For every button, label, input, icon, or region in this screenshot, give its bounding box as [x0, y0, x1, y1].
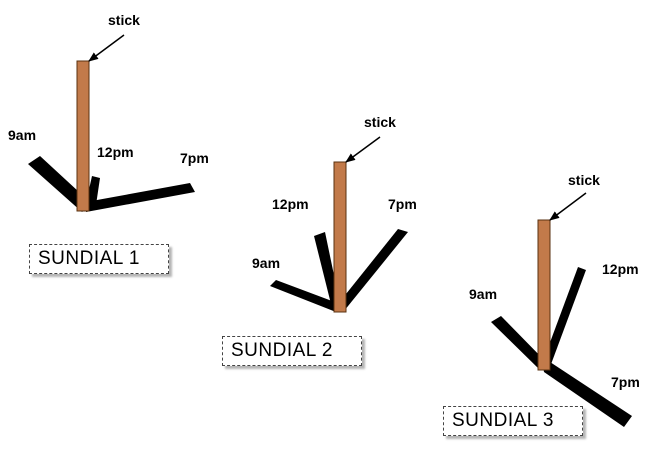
sundial-3-shadow-12pm	[542, 267, 586, 367]
sundial-2-label-7pm: 7pm	[388, 196, 417, 212]
sundial-2-stick-arrow	[345, 136, 381, 163]
sundial-3: stick 9am 12pm 7pm	[469, 172, 640, 427]
sundial-2-label-12pm: 12pm	[272, 196, 309, 212]
sundial-2-shadow-9am	[270, 280, 340, 312]
sundial-1: stick 9am 12pm 7pm	[8, 12, 209, 212]
sundial-1-stick-label: stick	[108, 12, 140, 28]
sundial-3-shadow-7pm	[542, 362, 632, 427]
sundial-3-stick-arrow	[549, 192, 587, 221]
sundial-1-label-12pm: 12pm	[97, 144, 134, 160]
sundial-1-shadow-7pm	[86, 183, 195, 212]
sundial-1-label-7pm: 7pm	[180, 150, 209, 166]
sundial-3-label-9am: 9am	[469, 286, 497, 302]
sundial-3-shadow-9am	[491, 316, 548, 370]
sundial-1-shadow-9am	[28, 156, 92, 212]
sundial-3-caption: SUNDIAL 3	[443, 406, 583, 436]
sundial-3-label-12pm: 12pm	[602, 261, 639, 277]
sundial-2-stick-label: stick	[364, 114, 396, 130]
sundial-2-label-9am: 9am	[252, 255, 280, 271]
sundial-2-caption: SUNDIAL 2	[222, 336, 362, 366]
sundial-3-stick	[537, 219, 551, 371]
sundial-1-stick	[76, 60, 90, 212]
sundial-1-stick-arrow	[88, 34, 125, 62]
sundial-3-stick-label: stick	[568, 172, 600, 188]
sundial-1-caption: SUNDIAL 1	[29, 244, 169, 274]
sundial-2-shadow-7pm	[338, 229, 408, 311]
sundial-3-label-7pm: 7pm	[611, 374, 640, 390]
sundial-1-label-9am: 9am	[8, 127, 36, 143]
sundial-2: stick 9am 12pm 7pm	[252, 114, 417, 313]
sundial-2-stick	[333, 161, 347, 313]
